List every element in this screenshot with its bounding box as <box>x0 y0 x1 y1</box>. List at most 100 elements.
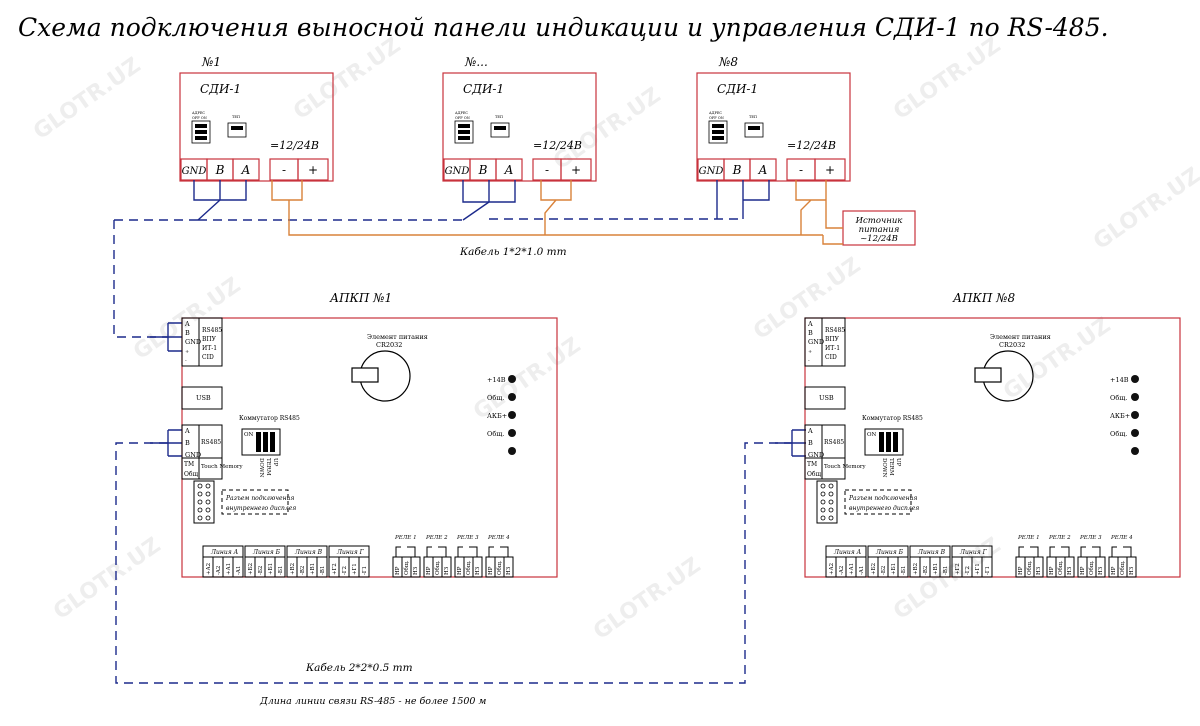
relay-label: РЕЛЕ 1 <box>1017 535 1040 541</box>
power-source-label2: питания <box>859 225 900 235</box>
rs485-term-label: GND <box>185 338 201 346</box>
pin <box>828 515 834 521</box>
usb-block <box>804 386 846 410</box>
display-pin-header <box>193 480 215 524</box>
line-term-label: -A1 <box>236 566 242 575</box>
apkp1-top-ticks <box>150 322 182 352</box>
dip-lever <box>270 432 275 452</box>
rs485-term-label: B <box>808 439 813 447</box>
line-term-label: +Г2 <box>955 563 961 575</box>
rs485-term-label: GND <box>808 451 824 459</box>
dip-lever <box>893 432 898 452</box>
relay-term-label: Общ. <box>434 560 441 575</box>
commutator-on: ON <box>244 432 254 438</box>
power-tap-sdi8 <box>795 180 843 245</box>
relay-contact-symbol <box>1080 546 1101 557</box>
sdi-box <box>179 72 334 182</box>
relay-contact-symbol <box>488 546 509 557</box>
watermark-text: GLOTR.UZ <box>1089 163 1200 255</box>
relay-contact-symbol <box>457 546 478 557</box>
usb-label: USB <box>819 394 834 402</box>
usb-label: USB <box>196 394 211 402</box>
line-term-label: -В1 <box>943 566 949 575</box>
line-terminal <box>981 556 993 578</box>
dip-lever <box>712 136 724 140</box>
dip-switch-label: DOWN <box>258 458 264 478</box>
line-terminal <box>358 556 370 578</box>
dip-switch-label: UP <box>272 458 278 467</box>
line-terminal <box>316 556 328 578</box>
sdi-terminal-label: + <box>571 163 581 177</box>
touch-memory-block <box>198 457 223 480</box>
line-term-label: -A2 <box>216 566 222 575</box>
pin <box>820 499 826 505</box>
led-label: +14В <box>487 376 506 384</box>
battery-clip <box>351 367 379 383</box>
relay-term-label: Общ. <box>1088 560 1095 575</box>
led-indicator <box>508 411 516 419</box>
line-label: Линия А <box>833 549 862 556</box>
line-terminal <box>232 556 244 578</box>
rs485-term-label: B <box>185 439 190 447</box>
relay-term-label: НР <box>395 566 401 575</box>
pin <box>197 491 203 497</box>
dip-address-label: АДРЕС <box>192 111 205 115</box>
battery-label1: Элемент питания <box>367 333 428 341</box>
dip-lever <box>195 130 207 134</box>
watermark-text: GLOTR.UZ <box>889 33 1005 125</box>
top-label: ВПУ <box>202 336 217 343</box>
sdi-number: №8 <box>718 55 738 69</box>
sdi-supply: =12/24В <box>787 139 836 152</box>
top-label: ИТ-1 <box>825 345 840 352</box>
sdi-terminal <box>297 158 329 181</box>
line-label: Линия Б <box>252 549 281 556</box>
line-term-label: -Г2 <box>965 566 971 575</box>
line-term-label: +В1 <box>933 563 939 575</box>
led-indicator <box>1131 393 1139 401</box>
pin <box>197 515 203 521</box>
tm-term-label: Общ. <box>807 471 823 478</box>
power-source: Источник питания ~12/24В <box>842 210 916 246</box>
sdi-terminal-label: A <box>758 163 768 177</box>
bus-dashed-to-apkp1 <box>113 220 168 338</box>
watermark-text: GLOTR.UZ <box>549 83 665 175</box>
line-terminal <box>855 556 867 578</box>
dip-switch-label: TERM <box>265 458 271 476</box>
sdi-terminal-label: A <box>504 163 514 177</box>
relay-label: РЕЛЕ 4 <box>1110 535 1133 541</box>
bus-dashed-bottom <box>115 442 792 684</box>
line-term-label: +Г1 <box>975 563 981 575</box>
line-term-label: +A1 <box>849 563 855 575</box>
sdi-supply: =12/24В <box>533 139 582 152</box>
led-indicator <box>1131 375 1139 383</box>
sdi-name: СДИ-1 <box>463 82 504 96</box>
line-term-label: -В1 <box>320 566 326 575</box>
tm-term-label: Общ. <box>184 471 200 478</box>
line-label: Линия Г <box>959 549 988 556</box>
battery-clip <box>974 367 1002 383</box>
relay-label: РЕЛЕ 2 <box>425 535 448 541</box>
power-tap-sdi2 <box>540 180 572 235</box>
sdi-box <box>696 72 851 182</box>
relay-term-label: НЗ <box>1129 566 1135 575</box>
top-label: RS485 <box>202 327 222 334</box>
relay-term-label: НЗ <box>444 566 450 575</box>
relay-term-label: Общ. <box>403 560 410 575</box>
line-label: Линия А <box>210 549 239 556</box>
line-term-label: +В1 <box>310 563 316 575</box>
line-term-label: -Г2 <box>342 566 348 575</box>
sdi-terminal-label: GND <box>445 166 470 177</box>
dip-lever <box>231 126 243 130</box>
dip-lever <box>263 432 268 452</box>
sdi-terminal-label: B <box>732 163 742 177</box>
relay-term-label: НР <box>426 566 432 575</box>
rs485-term-label: A <box>807 320 813 328</box>
relay-terminal <box>1095 556 1106 578</box>
relay-term-label: НР <box>1018 566 1024 575</box>
relay-term-label: Общ. <box>1057 560 1064 575</box>
commutator-on: ON <box>867 432 877 438</box>
bus-dashed-top <box>114 218 743 221</box>
rs485-term-label: A <box>184 320 190 328</box>
tm-term-label: TM <box>184 461 194 468</box>
dip-lever <box>494 126 506 130</box>
